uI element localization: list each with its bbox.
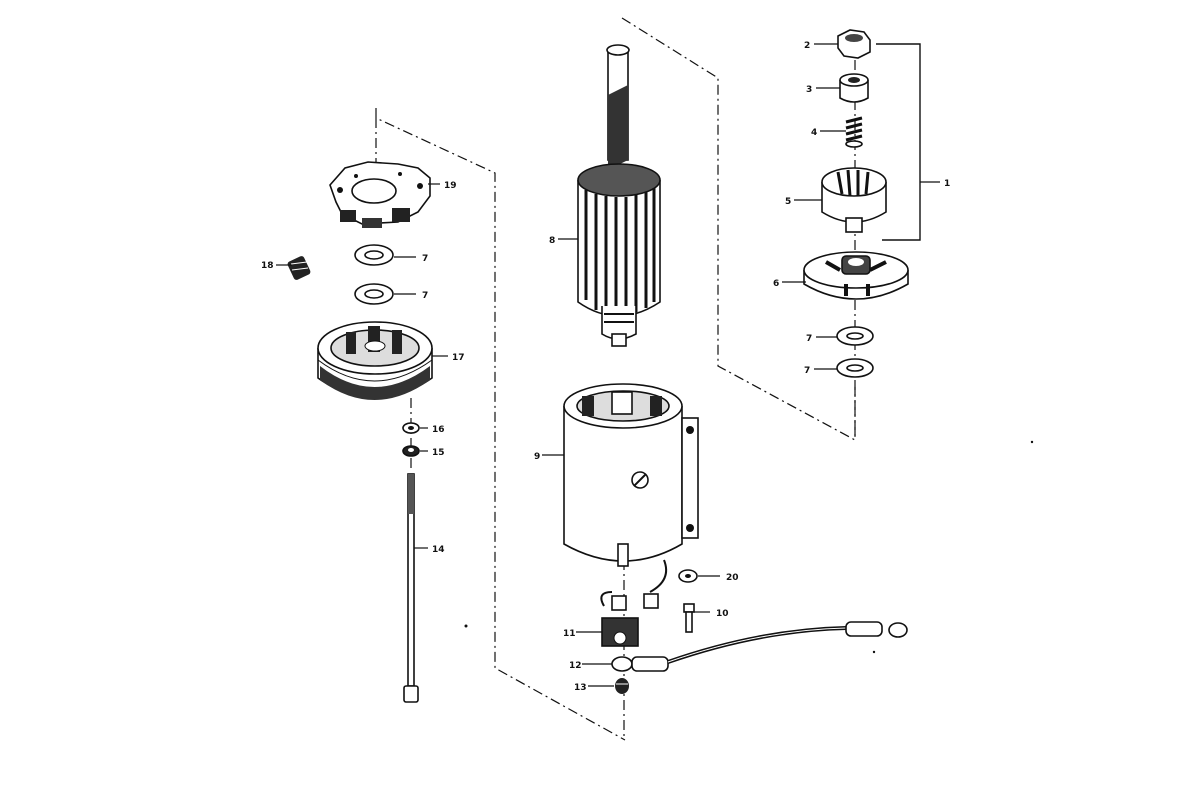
lock-washer: [402, 445, 420, 457]
end-cap-housing: [317, 321, 433, 400]
bracket-washer: [678, 569, 698, 583]
bracket-screw: [683, 603, 695, 633]
callout-18: 18: [261, 261, 274, 271]
through-bolt: [403, 473, 419, 703]
thrust-washer-left-upper: [354, 244, 394, 266]
callout-5: 5: [785, 197, 791, 207]
drive-spacer: [839, 73, 869, 103]
callout-17: 17: [452, 353, 465, 363]
callout-20: 20: [726, 573, 739, 583]
drive-pinion: [821, 167, 887, 233]
speck: [872, 650, 876, 654]
thrust-washer-right-lower: [836, 358, 874, 378]
callout-1: 1: [944, 179, 950, 189]
callout-11: 11: [563, 629, 576, 639]
callout-10: 10: [716, 609, 729, 619]
callout-19: 19: [444, 181, 457, 191]
drive-assembly-bracket: [876, 43, 921, 241]
terminal-nut: [615, 678, 629, 694]
brush-plate: [329, 161, 431, 228]
speck: [464, 624, 468, 628]
drive-end-cap: [803, 251, 909, 300]
drive-nut: [837, 29, 871, 59]
thrust-washer-right-upper: [836, 326, 874, 346]
assembly-line-left: [375, 108, 626, 741]
callout-8: 8: [549, 236, 555, 246]
callout-7d: 7: [804, 366, 810, 376]
drive-spring: [845, 116, 863, 148]
callout-7a: 7: [422, 254, 428, 264]
callout-12: 12: [569, 661, 582, 671]
callout-7c: 7: [806, 334, 812, 344]
armature: [577, 44, 661, 347]
callout-15: 15: [432, 448, 445, 458]
callout-14: 14: [432, 545, 445, 555]
callout-6: 6: [773, 279, 779, 289]
callout-4: 4: [811, 128, 817, 138]
field-frame: [563, 383, 699, 593]
positive-terminal: [600, 591, 659, 647]
thrust-washer-left-lower: [354, 283, 394, 305]
callout-2: 2: [804, 41, 810, 51]
bolt-washer: [402, 422, 420, 434]
callout-16: 16: [432, 425, 445, 435]
callout-3: 3: [806, 85, 812, 95]
brush-spring: [287, 256, 311, 280]
callout-7b: 7: [422, 291, 428, 301]
speck: [1030, 440, 1034, 444]
starter-cable: [611, 621, 908, 672]
callout-9: 9: [534, 452, 540, 462]
callout-13: 13: [574, 683, 587, 693]
